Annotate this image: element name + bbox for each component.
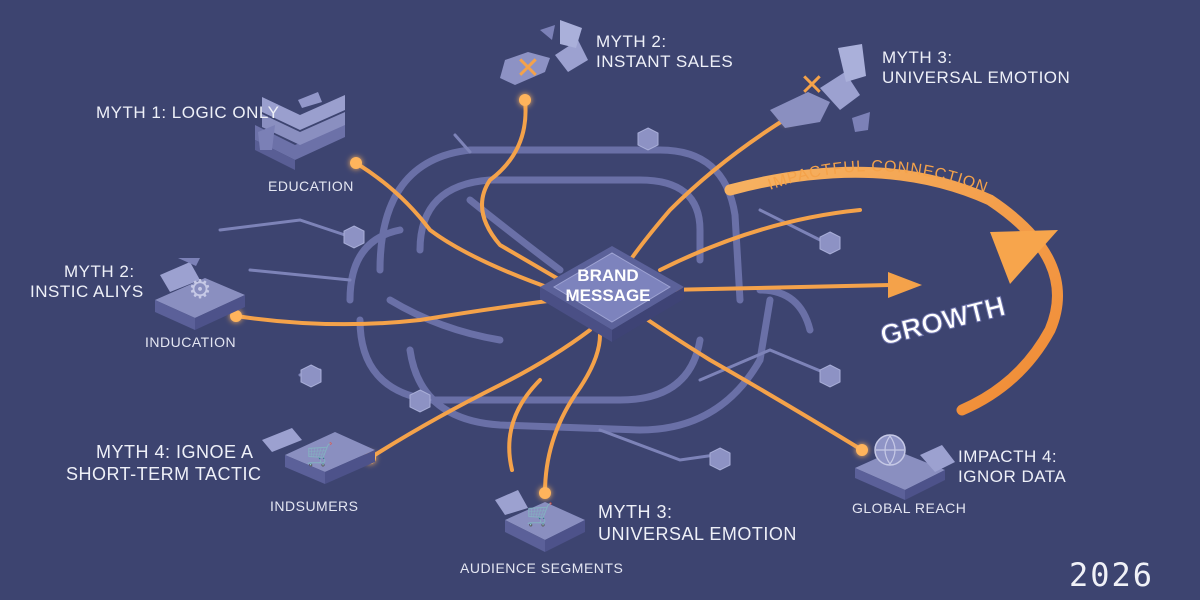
myth3-bottom-line2: UNIVERSAL EMOTION	[598, 523, 797, 544]
growth-arrow-head	[888, 272, 922, 298]
myth3-top-line1: MYTH 3:	[882, 48, 953, 67]
myth1-title: MYTH 1: LOGIC ONLY	[96, 103, 280, 122]
myth4-left-caption: INDSUMERS	[270, 498, 359, 514]
myth2-top-line2: INSTANT SALES	[596, 52, 734, 72]
impact4-caption: GLOBAL REACH	[852, 500, 967, 516]
myth2-top-label: MYTH 2: INSTANT SALES	[596, 32, 733, 73]
myth2-left-line2: INSTIC ALIYS	[30, 282, 144, 302]
myth3-bottom-label: MYTH 3: UNIVERSAL EMOTION	[598, 502, 797, 545]
arc-arrow-head	[990, 230, 1058, 284]
block-global-reach	[855, 434, 955, 500]
myth3-bottom-line1: MYTH 3:	[598, 502, 673, 522]
line-growth	[663, 283, 892, 292]
myth4-left-label: MYTH 4: IGNOE A SHORT-TERM TACTIC	[66, 442, 262, 485]
connection-lines	[234, 98, 892, 495]
brand-line-1: BRAND	[577, 266, 638, 285]
myth2-top-line1: MYTH 2:	[596, 32, 667, 51]
block-myth2-left: ⚙	[155, 258, 245, 330]
growth-label: GROWTH	[877, 290, 1008, 351]
shopping-cart-icon: 🛒	[306, 442, 333, 468]
block-myth3-top: ✕	[770, 44, 870, 132]
line-impact4	[643, 316, 864, 452]
block-myth3-bottom: 🛒	[495, 490, 585, 552]
impact4-label: IMPACTH 4: IGNOR DATA	[958, 447, 1066, 488]
myth4-left-line1: MYTH 4: IGNOE A	[96, 442, 254, 462]
myth2-left-caption: INDUCATION	[145, 334, 237, 350]
myth3-bottom-caption: AUDIENCE SEGMENTS	[460, 560, 624, 576]
line-myth3-top	[623, 116, 789, 270]
impact4-line1: IMPACTH 4:	[958, 447, 1058, 466]
myth3-top-line2: UNIVERSAL EMOTION	[882, 68, 1071, 88]
shopping-cart-icon: 🛒	[526, 502, 553, 528]
line-bottom-extra	[507, 378, 542, 472]
brand-message-chip: BRAND MESSAGE	[540, 246, 684, 342]
myth1-caption: EDUCATION	[268, 178, 354, 194]
x-mark-icon: ✕	[799, 68, 824, 103]
line-myth3-bottom	[543, 333, 602, 495]
line-myth1	[354, 161, 557, 292]
year-label: 2026	[1068, 556, 1154, 594]
line-myth2-left	[234, 298, 557, 327]
hex-nodes	[300, 127, 841, 471]
line-myth2-top	[480, 98, 562, 282]
gear-icon: ⚙	[188, 275, 211, 305]
myth4-left-line2: SHORT-TERM TACTIC	[66, 463, 262, 484]
impact4-line2: IGNOR DATA	[958, 467, 1067, 487]
x-mark-icon: ✕	[515, 51, 540, 86]
line-arc-link	[658, 208, 862, 272]
line-myth4-left	[368, 328, 592, 460]
block-education	[255, 92, 345, 170]
block-myth2-top: ✕	[500, 20, 588, 86]
myth2-left-label: MYTH 2: INSTIC ALIYS	[30, 262, 144, 303]
myth3-top-label: MYTH 3: UNIVERSAL EMOTION	[882, 48, 1070, 89]
myth2-left-line1: MYTH 2:	[64, 262, 135, 281]
block-myth4-left: 🛒	[262, 428, 375, 484]
brand-line-2: MESSAGE	[565, 286, 650, 305]
